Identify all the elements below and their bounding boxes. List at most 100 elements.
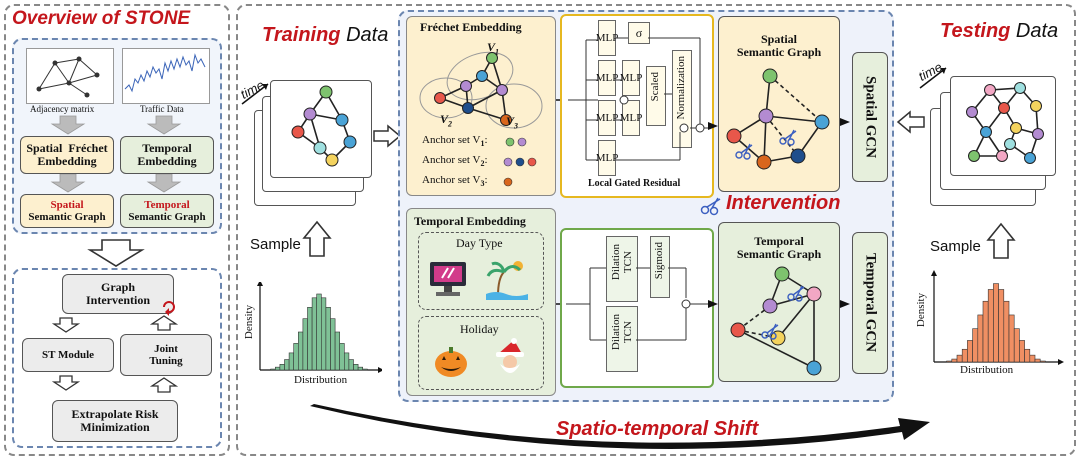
histogram-bar <box>1034 358 1041 363</box>
anchor-set-2: Anchor set V2: <box>422 154 488 169</box>
graph-node <box>335 113 349 127</box>
histogram-bar <box>353 364 359 371</box>
histogram-bar <box>956 354 963 363</box>
beach-icon <box>486 261 528 300</box>
traffic-label: Traffic Data <box>140 104 184 114</box>
histogram-bar <box>1024 348 1031 363</box>
cycle-icon <box>163 301 175 316</box>
st-module-box: ST Module <box>22 338 114 372</box>
histogram-bar <box>302 318 308 371</box>
graph-node <box>790 148 806 164</box>
graph-node <box>756 154 772 170</box>
dilation-tcn-2 <box>606 306 638 372</box>
graph-node <box>1032 128 1044 140</box>
training-to-model-arrow <box>373 124 402 148</box>
shift-arrow <box>310 404 930 449</box>
traffic-thumbnail <box>122 48 210 104</box>
histogram-bar <box>1003 300 1010 363</box>
histogram-bar <box>297 331 304 371</box>
graph-node <box>325 153 339 167</box>
day-type-label: Day Type <box>456 236 503 250</box>
pumpkin-icon <box>435 347 467 377</box>
temporal-gcn-label: Temporal GCN <box>862 253 879 353</box>
intervention-label: Intervention <box>726 192 841 214</box>
scissors-icon <box>761 323 779 340</box>
temporal-gcn-box: Temporal GCN <box>852 232 888 374</box>
graph-node <box>476 70 488 82</box>
testing-to-model-arrow <box>896 110 925 134</box>
joint-tuning-box: Joint Tuning <box>120 334 212 376</box>
graph-edge <box>737 329 815 369</box>
anchor-set-region <box>485 83 543 129</box>
temporal-semantic-graph <box>730 266 822 376</box>
tsg-to-gcn-arrow <box>840 300 850 308</box>
histogram-bar <box>982 300 989 363</box>
computer-icon <box>430 262 466 296</box>
graph-node <box>762 68 778 84</box>
training-distribution-label: Distribution <box>294 374 348 386</box>
dilation-tcn-1 <box>606 236 638 302</box>
graph-node <box>814 114 830 130</box>
testing-title: Testing Data <box>940 20 1058 43</box>
mlp-6: MLP <box>620 100 642 136</box>
graph-edge <box>769 75 823 123</box>
testing-title-rest: Data <box>1010 20 1059 42</box>
training-card-front <box>270 80 372 178</box>
training-graph <box>291 85 357 167</box>
histogram-bar <box>270 368 276 371</box>
graph-node <box>496 84 508 96</box>
scissors-icon <box>779 129 797 146</box>
graph-node <box>486 52 498 64</box>
overview-arrows-2 <box>51 315 179 393</box>
graph-node <box>966 106 978 118</box>
temporal-sg-rest: Semantic Graph <box>128 211 206 223</box>
day-type-box <box>418 232 544 310</box>
anchor-set-region <box>419 77 473 119</box>
spatial-semantic-graph-panel: Spatial Semantic Graph <box>718 16 840 192</box>
frechet-title: Fréchet Embedding <box>420 20 522 34</box>
graph-node <box>980 126 992 138</box>
scissors-icon <box>735 143 753 160</box>
testing-sample-label: Sample <box>930 238 981 255</box>
traffic-line-icon <box>124 53 206 93</box>
histogram-bar <box>993 283 999 363</box>
histogram-bar <box>1013 328 1020 363</box>
holiday-box <box>418 316 544 390</box>
graph-node <box>996 150 1008 162</box>
tcn-to-sg-arrow <box>708 300 718 308</box>
graph-node <box>500 114 512 126</box>
testing-histogram <box>931 270 1064 365</box>
histogram-bar <box>348 359 354 371</box>
adjacency-thumbnail <box>26 48 114 104</box>
graph-node <box>462 102 474 114</box>
graph-node <box>984 84 996 96</box>
graph-node <box>303 107 317 121</box>
anchor-set-region <box>446 51 514 101</box>
temporal-embedding-title: Temporal Embedding <box>414 214 526 228</box>
testing-title-red: Testing <box>940 20 1011 42</box>
graph-node <box>319 85 333 99</box>
graph-edge <box>467 89 503 109</box>
graph-node <box>1030 100 1042 112</box>
histogram-bar <box>334 331 340 371</box>
histogram-bar <box>325 306 331 371</box>
training-sample-label: Sample <box>250 236 301 253</box>
graph-node <box>291 125 305 139</box>
graph-node <box>313 141 327 155</box>
temporal-sg-title: Temporal Semantic Graph <box>736 234 822 262</box>
histogram-bar <box>357 366 363 371</box>
mlp-1: MLP <box>596 20 618 56</box>
graph-node <box>1010 122 1022 134</box>
frechet-v1: V1 <box>487 40 500 57</box>
temporal-sg-red: Temporal <box>144 198 190 211</box>
histogram-bar <box>1019 340 1025 363</box>
graph-node <box>968 150 980 162</box>
overview-bottom-box <box>12 268 222 448</box>
histogram-bar <box>279 364 285 371</box>
overview-panel <box>4 4 230 456</box>
graph-node <box>434 92 446 104</box>
histogram-bar <box>1008 314 1015 363</box>
temporal-embedding-panel <box>406 208 556 396</box>
erm-box: Extrapolate Risk Minimization <box>52 400 178 442</box>
adjacency-label: Adjacency matrix <box>30 104 95 114</box>
